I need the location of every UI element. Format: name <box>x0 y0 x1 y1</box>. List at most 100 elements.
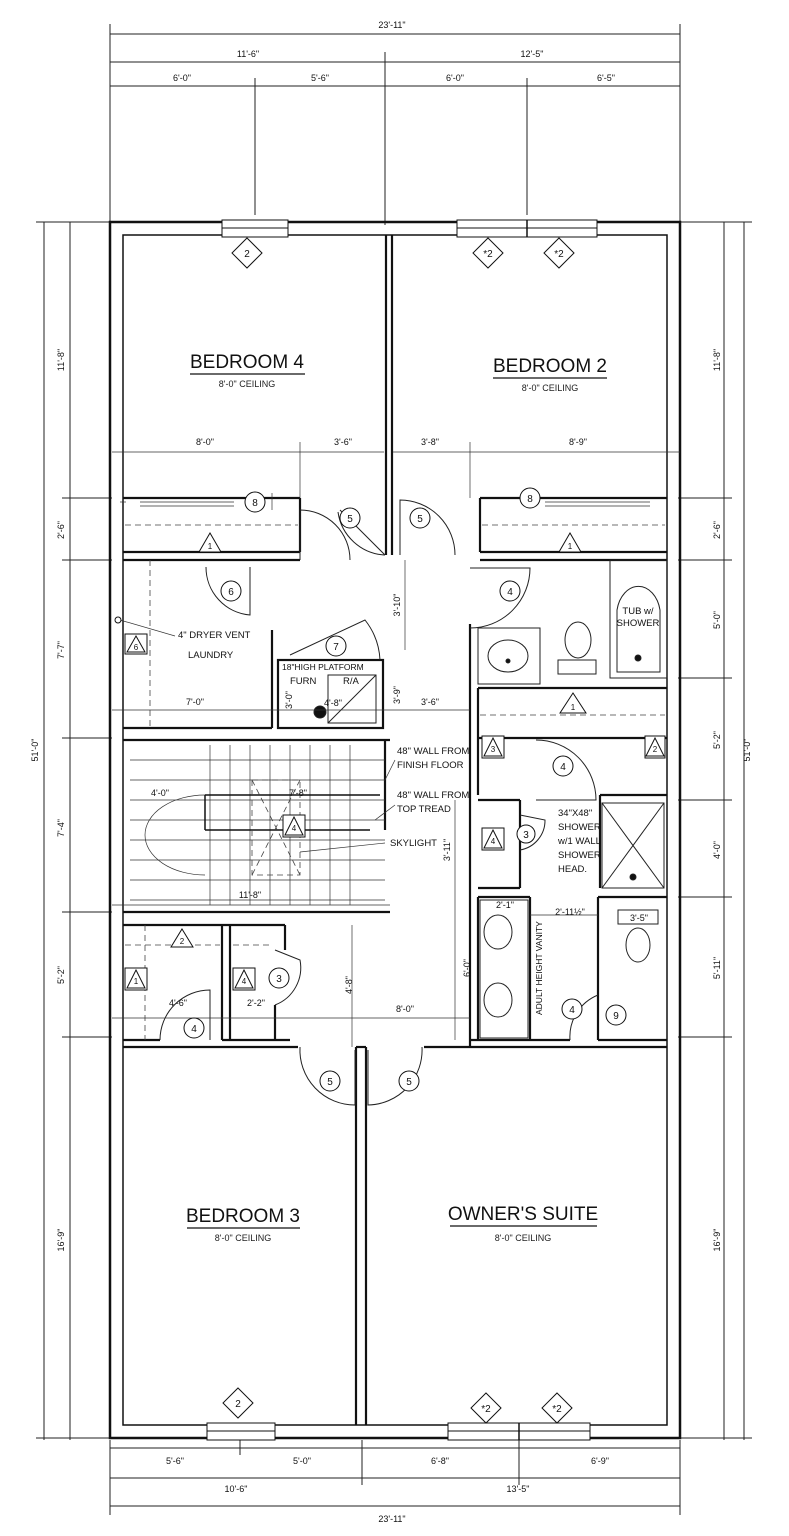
svg-text:2: 2 <box>235 1399 241 1410</box>
diamond-tag: *2 <box>541 1392 573 1424</box>
room-owners-suite-ceiling: 8'-0" CEILING <box>495 1233 551 1243</box>
closet-rods <box>125 524 665 1040</box>
note-shower-5: HEAD. <box>558 864 587 875</box>
dim-stair-78: 7'-8" <box>289 788 307 798</box>
dim-bot-a: 5'-6" <box>166 1456 184 1466</box>
circle-tag: 5 <box>409 507 431 529</box>
dim-lower-80: 8'-0" <box>396 1004 414 1014</box>
dim-top-b: 5'-6" <box>311 73 329 83</box>
dim-bot-left: 10'-6" <box>225 1484 248 1494</box>
dim-left-4: 7'-4" <box>56 819 66 837</box>
svg-text:*2: *2 <box>554 249 564 260</box>
room-bedroom4-ceiling: 8'-0" CEILING <box>219 379 275 389</box>
circle-tag: 5 <box>398 1070 420 1092</box>
dim-top-right: 12'-5" <box>521 49 544 59</box>
dim-hall-39: 3'-9" <box>392 686 402 704</box>
dim-bot-c: 6'-8" <box>431 1456 449 1466</box>
note-tub-2: SHOWER <box>617 618 660 629</box>
dim-bot-d: 6'-9" <box>591 1456 609 1466</box>
dim-left-2: 2'-6" <box>56 521 66 539</box>
circle-tag: 5 <box>339 507 361 529</box>
triangle-tag: 1 <box>558 532 582 553</box>
svg-text:*2: *2 <box>552 1404 562 1415</box>
room-bedroom3-title: BEDROOM 3 <box>186 1206 300 1227</box>
window-tags: 2 *2 *2 2 *2 *2 <box>222 237 575 1424</box>
svg-text:6: 6 <box>134 643 139 652</box>
svg-text:4: 4 <box>292 824 297 833</box>
dim-left-total: 51'-0" <box>30 739 40 762</box>
dim-top-total: 23'-11" <box>378 20 405 30</box>
dim-lower-22: 2'-2" <box>247 998 265 1008</box>
door-tags: 8 8 5 5 6 4 7 4 3 3 4 4 9 5 5 <box>183 487 627 1092</box>
room-bedroom4-title: BEDROOM 4 <box>190 352 304 373</box>
dim-top-a: 6'-0" <box>173 73 191 83</box>
circle-tag: 7 <box>325 635 347 657</box>
dim-b4-w1: 8'-0" <box>196 437 214 447</box>
svg-text:5: 5 <box>347 514 353 525</box>
svg-text:3: 3 <box>523 830 529 841</box>
triangle-tag: 2 <box>170 928 194 948</box>
svg-text:3: 3 <box>491 745 496 754</box>
svg-text:4: 4 <box>191 1024 197 1035</box>
note-wall-finish-1: 48" WALL FROM <box>397 746 469 757</box>
svg-text:4: 4 <box>491 837 496 846</box>
dim-right-5: 4'-0" <box>712 841 722 859</box>
circle-tag: 4 <box>561 998 583 1020</box>
note-shower-3: w/1 WALL <box>557 836 601 847</box>
diamond-tag: *2 <box>543 237 575 269</box>
dim-stair-118: 11'-8" <box>239 890 261 900</box>
dim-shower-211: 2'-11½" <box>555 907 585 917</box>
note-shower-2: SHOWER <box>558 822 601 833</box>
svg-text:*2: *2 <box>481 1404 491 1415</box>
circle-tag: 3 <box>516 824 536 844</box>
svg-text:6: 6 <box>228 587 234 598</box>
dim-vanity-21: 2'-1" <box>496 900 514 910</box>
dim-left-3: 7'-7" <box>56 641 66 659</box>
note-skylight: SKYLIGHT <box>390 838 437 849</box>
note-tub-1: TUB w/ <box>622 606 654 617</box>
dim-top-c: 6'-0" <box>446 73 464 83</box>
svg-text:5: 5 <box>406 1077 412 1088</box>
dim-hall-36: 3'-6" <box>421 697 439 707</box>
diamond-tag: 2 <box>222 1387 254 1419</box>
dim-bot-total: 23'-11" <box>378 1514 405 1524</box>
dim-lower-48: 4'-8" <box>344 976 354 994</box>
note-platform: 18"HIGH PLATFORM <box>282 662 364 672</box>
circle-tag: 4 <box>183 1017 205 1039</box>
diamond-tag: 2 <box>231 237 263 269</box>
circle-tag: 5 <box>319 1070 341 1092</box>
svg-text:4: 4 <box>242 977 247 986</box>
dim-right-1: 11'-8" <box>712 349 722 371</box>
dim-stair-40: 4'-0" <box>151 788 169 798</box>
svg-text:1: 1 <box>208 542 213 551</box>
svg-text:7: 7 <box>333 642 339 653</box>
dim-left-1: 11'-8" <box>56 349 66 371</box>
dim-right-4: 5'-2" <box>712 731 722 749</box>
svg-text:1: 1 <box>134 977 139 986</box>
note-wall-tread-2: TOP TREAD <box>397 804 451 815</box>
dim-furn-30: 3'-0" <box>284 691 294 709</box>
svg-text:4: 4 <box>569 1005 575 1016</box>
interior-dimension-lines <box>112 442 680 1047</box>
dim-right-total: 51'-0" <box>742 739 752 762</box>
circle-tag: 8 <box>244 491 266 513</box>
svg-text:8: 8 <box>527 494 533 505</box>
svg-text:1: 1 <box>568 542 573 551</box>
circle-tag: 8 <box>519 487 541 509</box>
dim-bot-b: 5'-0" <box>293 1456 311 1466</box>
triangle-tag: 1 <box>559 692 587 714</box>
circle-tag: 6 <box>220 580 242 602</box>
circle-tag: 3 <box>268 967 290 989</box>
dim-right-7: 16'-9" <box>712 1229 722 1252</box>
note-wall-tread-1: 48" WALL FROM <box>397 790 469 801</box>
diamond-tag: *2 <box>470 1392 502 1424</box>
stair <box>130 745 385 905</box>
circle-tag: 9 <box>605 1004 627 1026</box>
dim-left-6: 16'-9" <box>56 1229 66 1252</box>
svg-text:*2: *2 <box>483 249 493 260</box>
box-tag: 3 <box>481 735 505 759</box>
dimension-lines <box>36 24 752 1515</box>
dim-right-6: 5'-11" <box>712 957 722 979</box>
circle-tag: 4 <box>552 755 574 777</box>
